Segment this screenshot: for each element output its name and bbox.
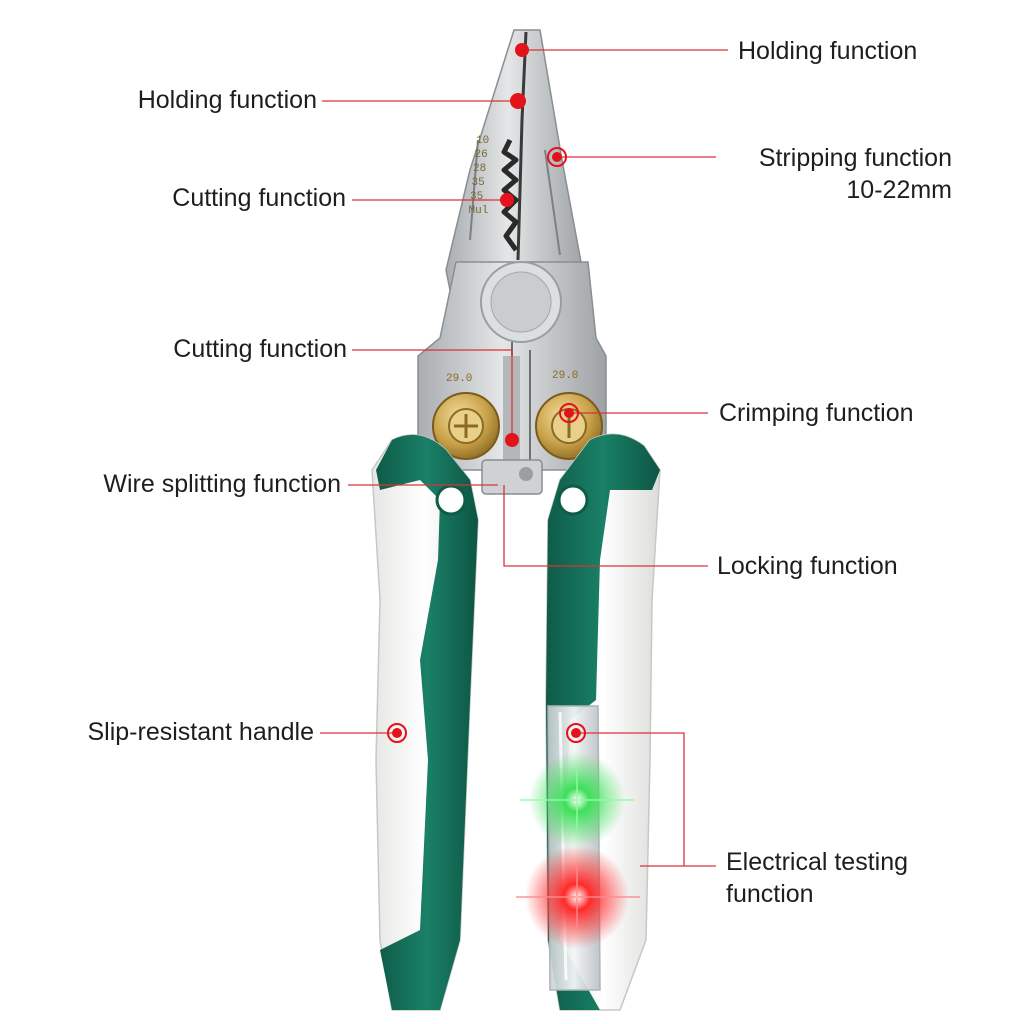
marker-crimping-ring — [559, 403, 579, 423]
leader-lines — [320, 49, 728, 867]
marker-holding-left — [510, 93, 526, 109]
marker-slip-resistant — [392, 728, 402, 738]
callout-crimping: Crimping function — [719, 399, 914, 427]
callout-holding-top: Holding function — [738, 37, 918, 65]
marker-slip-ring — [387, 723, 407, 743]
callout-locking: Locking function — [717, 552, 898, 580]
plier-jaws — [445, 29, 585, 311]
callout-electrical-testing-line1: Electrical testing — [726, 848, 909, 876]
jaw-size-mark: 26 — [475, 149, 488, 161]
lock-rivet — [519, 467, 533, 481]
callout-electrical-testing-line2: function — [726, 880, 814, 908]
callout-slip-resistant: Slip-resistant handle — [87, 718, 314, 746]
marker-cutting-lower — [505, 433, 519, 447]
jaw-size-mark: 28 — [473, 163, 486, 175]
marker-testing-ring — [566, 723, 586, 743]
jaw-size-mark: 35 — [472, 177, 485, 189]
callout-wire-splitting: Wire splitting function — [103, 470, 341, 498]
leader-locking — [503, 485, 708, 567]
callout-cutting-upper: Cutting function — [172, 184, 346, 212]
callout-electrical-testing: Electrical testing function — [726, 846, 908, 910]
marker-stripping-ring — [547, 147, 567, 167]
callout-stripping: Stripping function 10-22mm — [759, 142, 952, 206]
jaw-size-mark: 35 — [470, 191, 483, 203]
left-handle — [371, 434, 479, 1011]
marker-stripping — [552, 152, 562, 162]
crimp-size-mark: 29.0 — [552, 370, 578, 382]
right-handle — [516, 433, 661, 1011]
leader-electrical-testing — [576, 732, 716, 867]
crimp-size-mark: 29.0 — [446, 373, 472, 385]
jaw-size-mark: 10 — [476, 135, 489, 147]
crimp-size-marks: 29.0 29.0 — [446, 370, 578, 385]
leader-cutting-lower — [352, 349, 513, 440]
callout-stripping-title: Stripping function — [758, 144, 952, 172]
lock-slider — [481, 459, 543, 495]
callout-markers — [387, 43, 586, 743]
marker-electrical-testing — [571, 728, 581, 738]
marker-holding-top — [515, 43, 529, 57]
callout-holding-left: Holding function — [137, 86, 317, 114]
callout-stripping-range: 10-22mm — [846, 176, 952, 204]
jaw-size-mark: Mul — [469, 205, 489, 217]
marker-cutting-upper — [500, 193, 514, 207]
callout-cutting-lower: Cutting function — [173, 335, 347, 363]
marker-crimping — [564, 408, 574, 418]
